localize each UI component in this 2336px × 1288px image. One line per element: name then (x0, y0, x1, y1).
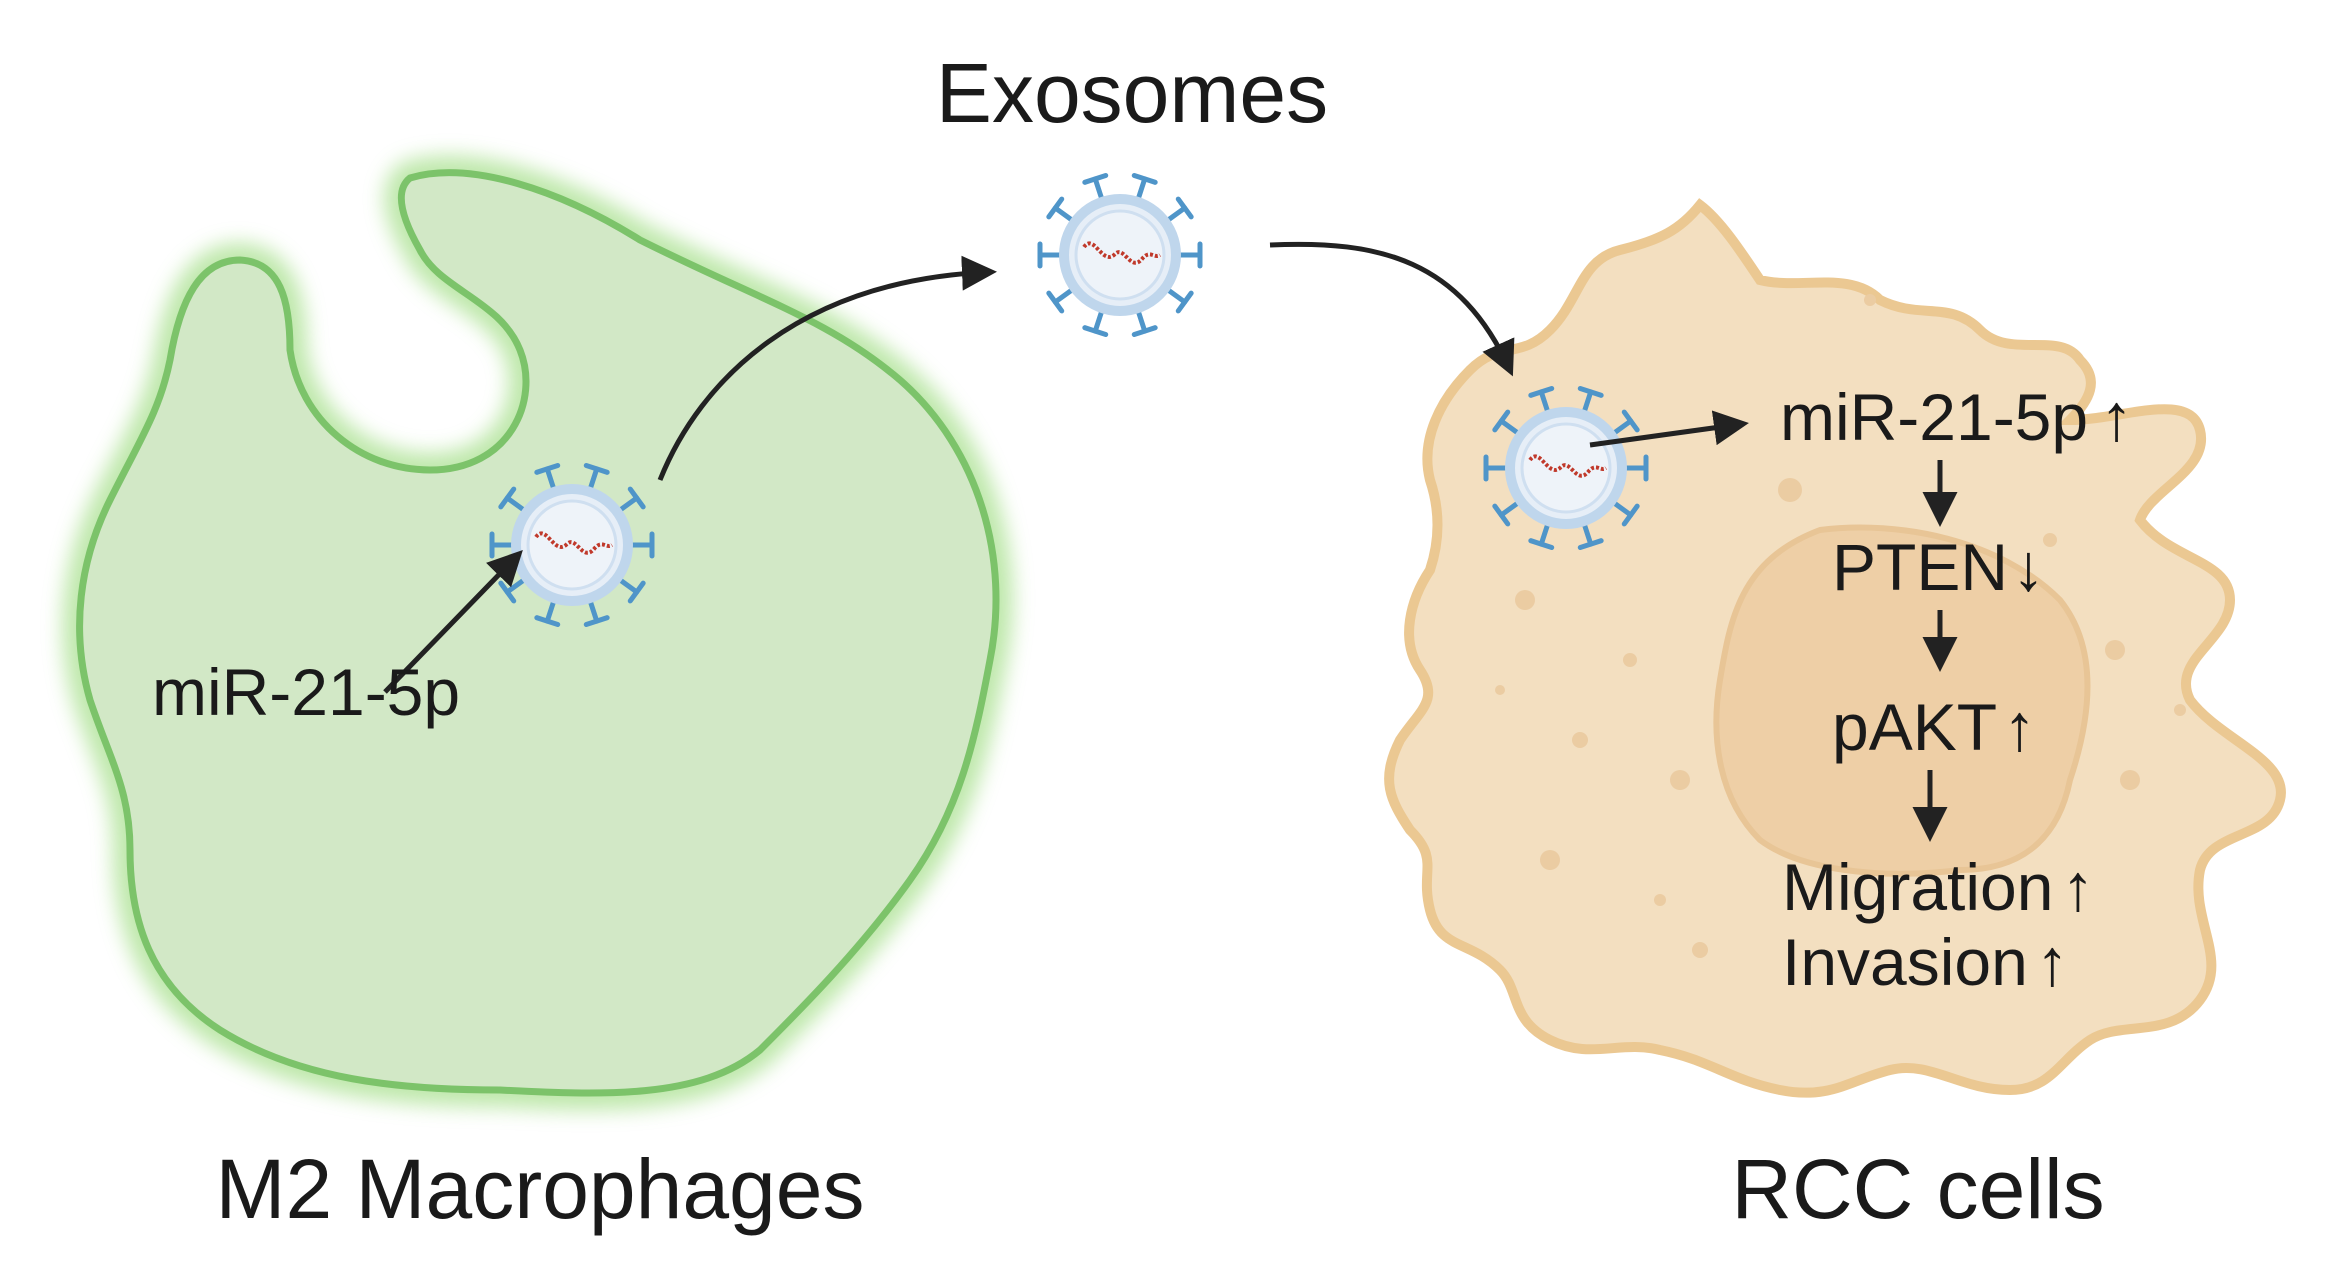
exosome-spike-tip (1621, 503, 1640, 527)
exosomes (489, 173, 1649, 627)
exosome-spike-tip (1492, 503, 1511, 527)
rcc-granules (1495, 294, 2186, 958)
pathway-step: PTEN↓ (1832, 530, 2045, 604)
rcc-cell (1384, 198, 2286, 1098)
export-arrow (657, 255, 997, 481)
mirna-strand (1082, 241, 1162, 265)
mirna-strand (1528, 454, 1608, 478)
exosome-spike-tip (1621, 409, 1640, 433)
exosome-lumen (1074, 209, 1166, 301)
pathway-step: pAKT↑ (1832, 690, 2036, 764)
exosome-spike-tip (583, 463, 610, 475)
rcc-nucleus (1713, 524, 2091, 877)
exosome-spike-tip (1131, 325, 1158, 337)
exosome-spike-tip (1528, 386, 1555, 398)
exosome-spike-tip (1046, 196, 1065, 220)
pathway-step: miR-21-5p↑ (1780, 380, 2133, 454)
exosome-in-rcc (1483, 386, 1649, 550)
mirna-strand (534, 531, 614, 555)
exosome-spike-tip (534, 463, 561, 475)
pathway-step: Migration↑ (1782, 850, 2094, 924)
exosome-in-transit (1037, 173, 1203, 337)
exosome-spike-tip (498, 486, 517, 510)
exosome-spike-tip (1175, 196, 1194, 220)
exosome-lumen (1520, 422, 1612, 514)
exosome-spike-tip (1131, 173, 1158, 185)
exosome-spike-tip (1492, 409, 1511, 433)
macrophage-membrane (76, 169, 1000, 1097)
macrophage-label: M2 Macrophages (216, 1142, 865, 1236)
exosome-spike-tip (1528, 538, 1555, 550)
exosome-spike-tip (1577, 386, 1604, 398)
pathway-list: miR-21-5p↑ PTEN↓ pAKT↑ Migration↑ Invasi… (1780, 380, 2133, 999)
exosome-in-macrophage (489, 463, 655, 627)
exosomes-title: Exosomes (936, 46, 1328, 140)
exosome-spike-tip (627, 580, 646, 604)
exosome-spike-tip (1082, 325, 1109, 337)
macrophage-mirna-label: miR-21-5p (152, 655, 460, 729)
release-arrow (1589, 410, 1749, 448)
exosome-spike-tip (1577, 538, 1604, 550)
exosome-spike-tip (1082, 173, 1109, 185)
exosome-spike-tip (1046, 290, 1065, 314)
uptake-arrow (1269, 241, 1515, 377)
exosome-spike-tip (1175, 290, 1194, 314)
exosome-lumen (526, 499, 618, 591)
rcc-label: RCC cells (1731, 1142, 2104, 1236)
exosome-spike-tip (627, 486, 646, 510)
loading-arrow (383, 549, 523, 694)
pathway-step: Invasion↑ (1782, 925, 2069, 999)
exosome-spike-tip (534, 615, 561, 627)
macrophage-cell (62, 155, 1013, 1111)
exosome-spike-tip (583, 615, 610, 627)
